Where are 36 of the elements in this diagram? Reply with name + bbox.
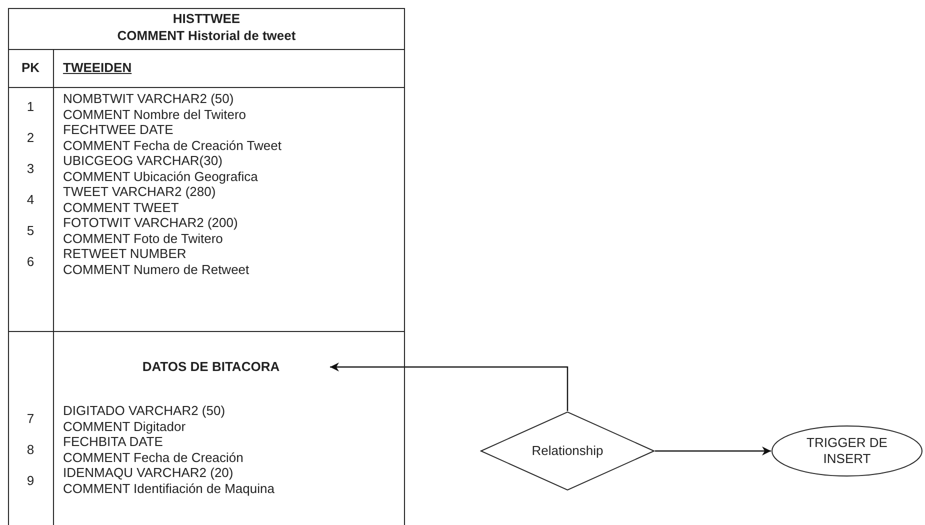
column-comment: COMMENT Fecha de Creación Tweet (63, 138, 282, 152)
table-name: HISTTWEE (172, 11, 242, 26)
column-comment: COMMENT Nombre del Twitero (63, 106, 246, 122)
column-definition: FOTOTWIT VARCHAR2 (200) (63, 215, 238, 230)
row-number: 1 (26, 99, 36, 114)
column-definition: RETWEET NUMBER (63, 246, 186, 261)
arrow (655, 446, 771, 456)
column-comment: COMMENT Digitador (63, 418, 186, 434)
row-number: 5 (26, 223, 36, 238)
row-number: 7 (26, 411, 36, 426)
primary-key-column: TWEEIDEN (63, 60, 132, 75)
column-comment: COMMENT Identifiación de Maquina (63, 480, 274, 496)
row-number: 2 (26, 130, 36, 145)
column-definition: UBICGEOG VARCHAR(30) (63, 153, 222, 168)
column-definition: NOMBTWIT VARCHAR2 (50) (63, 91, 234, 106)
column-comment: COMMENT Numero de Retweet (63, 262, 250, 276)
row-number: 3 (26, 161, 36, 176)
column-definition: TWEET VARCHAR2 (280) (63, 184, 216, 199)
column-definition: FECHTWEE DATE (63, 122, 174, 137)
row-number: 6 (26, 254, 36, 269)
column-comment: COMMENT Fecha de Creación (63, 450, 244, 464)
section-heading: DATOS DE BITACORA (92, 356, 330, 378)
column-comment: COMMENT Foto de Twitero (63, 230, 223, 246)
row-number: 9 (26, 473, 36, 488)
diamond-label: Relationship (530, 443, 604, 459)
ellipse-label: TRIGGER DE INSERT (806, 435, 888, 467)
arrow (330, 362, 568, 411)
row-number: 4 (26, 192, 36, 207)
column-comment: COMMENT TWEET (63, 200, 179, 214)
column-definition: IDENMAQU VARCHAR2 (20) (63, 465, 234, 480)
table-comment: COMMENT Historial de tweet (116, 28, 297, 43)
column-comment: COMMENT Ubicación Geografica (63, 168, 258, 184)
column-definition: FECHBITA DATE (63, 434, 163, 449)
row-number: 8 (26, 442, 36, 457)
column-definition: DIGITADO VARCHAR2 (50) (63, 403, 226, 418)
primary-key-header: PK (20, 60, 41, 75)
